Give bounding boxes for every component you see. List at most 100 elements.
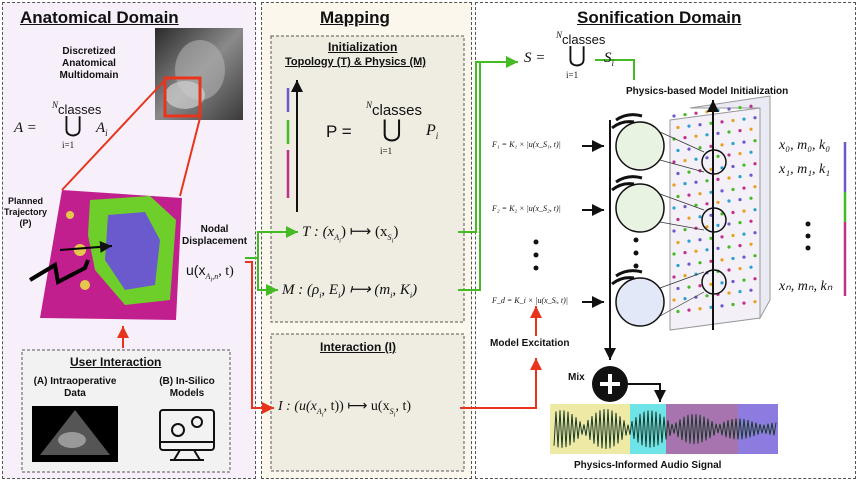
eq-p-top-word: classes	[372, 102, 423, 119]
lattice-node	[698, 123, 702, 127]
lattice-node	[720, 258, 724, 262]
lattice-node	[731, 210, 735, 215]
lattice-node	[687, 239, 691, 243]
lattice-node	[683, 297, 687, 301]
lattice-node	[716, 223, 720, 227]
lattice-node	[738, 267, 742, 271]
lattice-node	[687, 170, 691, 174]
interaction-title: Interaction (I)	[320, 340, 397, 354]
lattice-node	[694, 203, 698, 207]
mass-circle-2	[615, 183, 665, 233]
initialization-title: Initialization	[328, 40, 398, 54]
eq-s-union: ⋃	[568, 42, 587, 67]
lattice-node	[709, 190, 713, 194]
lattice-node	[742, 163, 746, 167]
lattice-node	[705, 248, 709, 252]
lattice-node	[727, 268, 731, 272]
lattice-node	[705, 294, 709, 298]
initialization-subtitle: Topology (T) & Physics (M)	[285, 56, 426, 68]
lattice-node	[720, 235, 724, 239]
audio-signal	[550, 404, 778, 454]
lattice-node	[672, 229, 676, 233]
lattice-node	[694, 111, 698, 115]
lattice-node	[731, 187, 735, 192]
heart-mesh-image	[28, 190, 182, 320]
zoom-line-left	[61, 79, 166, 191]
lattice-node	[683, 182, 687, 186]
lattice-node	[694, 295, 698, 299]
lattice-node	[727, 291, 731, 295]
lattice-node	[731, 141, 735, 146]
ct-caption-line1: Discretized	[62, 46, 116, 57]
lattice-node	[672, 252, 676, 256]
eq-s-bottom: i=1	[566, 70, 579, 80]
lattice-node	[727, 107, 731, 111]
lattice-node	[727, 176, 731, 180]
lattice-node	[727, 130, 731, 134]
lattice-node	[738, 221, 742, 225]
in-silico-models-label: (B) In-Silico Models	[159, 376, 215, 399]
lattice-node	[705, 179, 709, 183]
ct-scan-image	[155, 28, 243, 120]
lattice-node	[742, 186, 746, 190]
eq-a-bottom: i=1	[62, 140, 75, 150]
lattice-node	[698, 261, 702, 265]
lattice-node	[676, 125, 680, 130]
lattice-node	[742, 209, 746, 213]
mass-circle-1	[615, 121, 665, 171]
interaction-box	[270, 333, 465, 472]
lattice-node	[709, 236, 713, 240]
lattice-node	[683, 113, 687, 117]
eq-s-lhs: S =	[524, 50, 546, 66]
lattice-node	[720, 212, 724, 216]
lattice-node	[749, 196, 753, 200]
lattice-node	[683, 251, 687, 255]
lattice-node	[716, 246, 720, 250]
lattice-node	[709, 167, 713, 171]
lattice-node	[672, 206, 676, 210]
lattice-node	[716, 154, 720, 158]
audio-caption: Physics-Informed Audio Signal	[574, 460, 722, 471]
sonification-panel	[475, 2, 856, 479]
lattice-node	[738, 152, 742, 156]
force-d: F_d = K_i × |u(x_Sᵢ, t)|	[492, 296, 569, 305]
planned-trajectory-line2: Trajectory	[4, 207, 48, 217]
lattice-node	[727, 222, 731, 226]
lattice-node	[738, 129, 742, 133]
initialization-box	[270, 35, 465, 323]
lattice-node	[731, 302, 735, 307]
sonification-title: Sonification Domain	[577, 8, 742, 27]
topology-equation: T : (xAi) ⟼ (xSi)	[302, 224, 399, 245]
eq-p-top: N	[366, 100, 373, 110]
equation-p: P = N classes ⋃ i=1 Pi	[326, 100, 456, 162]
lattice-node	[698, 307, 702, 311]
lattice-node	[753, 208, 757, 212]
in-silico-models-icon	[159, 409, 215, 461]
lattice-node	[698, 215, 702, 219]
lattice-node	[676, 309, 680, 314]
lattice-node	[698, 238, 702, 242]
planned-trajectory-line3: (P)	[19, 218, 32, 228]
lattice-node	[694, 134, 698, 138]
lattice-node	[738, 244, 742, 248]
lattice-node	[720, 189, 724, 193]
lattice-node	[683, 159, 687, 163]
param-n: xₙ, mₙ, kₙ	[779, 279, 833, 294]
lattice-node	[727, 245, 731, 249]
lattice-node	[742, 278, 746, 282]
lattice-node	[705, 202, 709, 206]
lattice-node	[694, 180, 698, 184]
lattice-node	[676, 263, 680, 268]
lattice-node	[731, 164, 735, 169]
lattice-node	[698, 192, 702, 196]
lattice-node	[753, 139, 757, 143]
equation-a: A = N classes ⋃ i=1 Ai	[14, 100, 124, 156]
lattice-node	[683, 136, 687, 140]
force-1: F₁ = K₁ × |u(x_S₁, t)|	[492, 140, 561, 149]
eq-a-term: Ai	[96, 120, 108, 138]
eq-p-bottom: i=1	[380, 146, 393, 156]
lattice-node	[749, 173, 753, 177]
user-interaction-title: User Interaction	[70, 355, 162, 369]
lattice-node	[742, 140, 746, 144]
lattice-node	[749, 104, 753, 108]
